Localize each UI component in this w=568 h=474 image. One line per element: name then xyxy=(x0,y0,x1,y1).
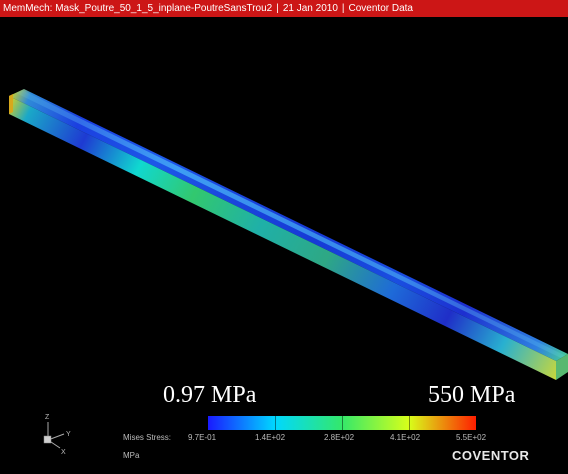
colorbar-divider xyxy=(342,416,343,430)
beam-left-cap xyxy=(9,94,13,114)
axes-triad-icon: Z Y X xyxy=(43,414,71,456)
stress-colorbar xyxy=(208,416,476,430)
beam-model[interactable] xyxy=(0,17,568,474)
x-axis-label: X xyxy=(61,449,66,456)
model-name: MemMech: Mask_Poutre_50_1_5_inplane-Pout… xyxy=(3,3,273,14)
coventor-logo: COVENTOR xyxy=(452,448,530,463)
colorbar-tick: 5.5E+02 xyxy=(456,433,487,442)
min-stress-annotation: 0.97 MPa xyxy=(163,382,257,408)
colorbar-divider xyxy=(275,416,276,430)
colorbar-tick: 9.7E-01 xyxy=(188,433,217,442)
model-date: 21 Jan 2010 xyxy=(282,3,338,14)
colorbar-unit: MPa xyxy=(123,451,140,460)
y-axis-label: Y xyxy=(66,431,71,438)
colorbar-tick: 2.8E+02 xyxy=(324,433,355,442)
colorbar-tick: 1.4E+02 xyxy=(255,433,286,442)
beam-side-face xyxy=(9,96,556,380)
beam-end-cap xyxy=(556,354,568,380)
colorbar-gradient xyxy=(208,416,476,430)
max-stress-annotation: 550 MPa xyxy=(428,382,516,408)
z-axis-label: Z xyxy=(45,414,50,421)
beam-top-stripe xyxy=(16,90,566,358)
colorbar-divider xyxy=(409,416,410,430)
colorbar-label: Mises Stress: xyxy=(123,433,172,442)
data-source: Coventor Data xyxy=(348,3,413,14)
title-bar: MemMech: Mask_Poutre_50_1_5_inplane-Pout… xyxy=(0,0,568,17)
colorbar-tick: 4.1E+02 xyxy=(390,433,421,442)
